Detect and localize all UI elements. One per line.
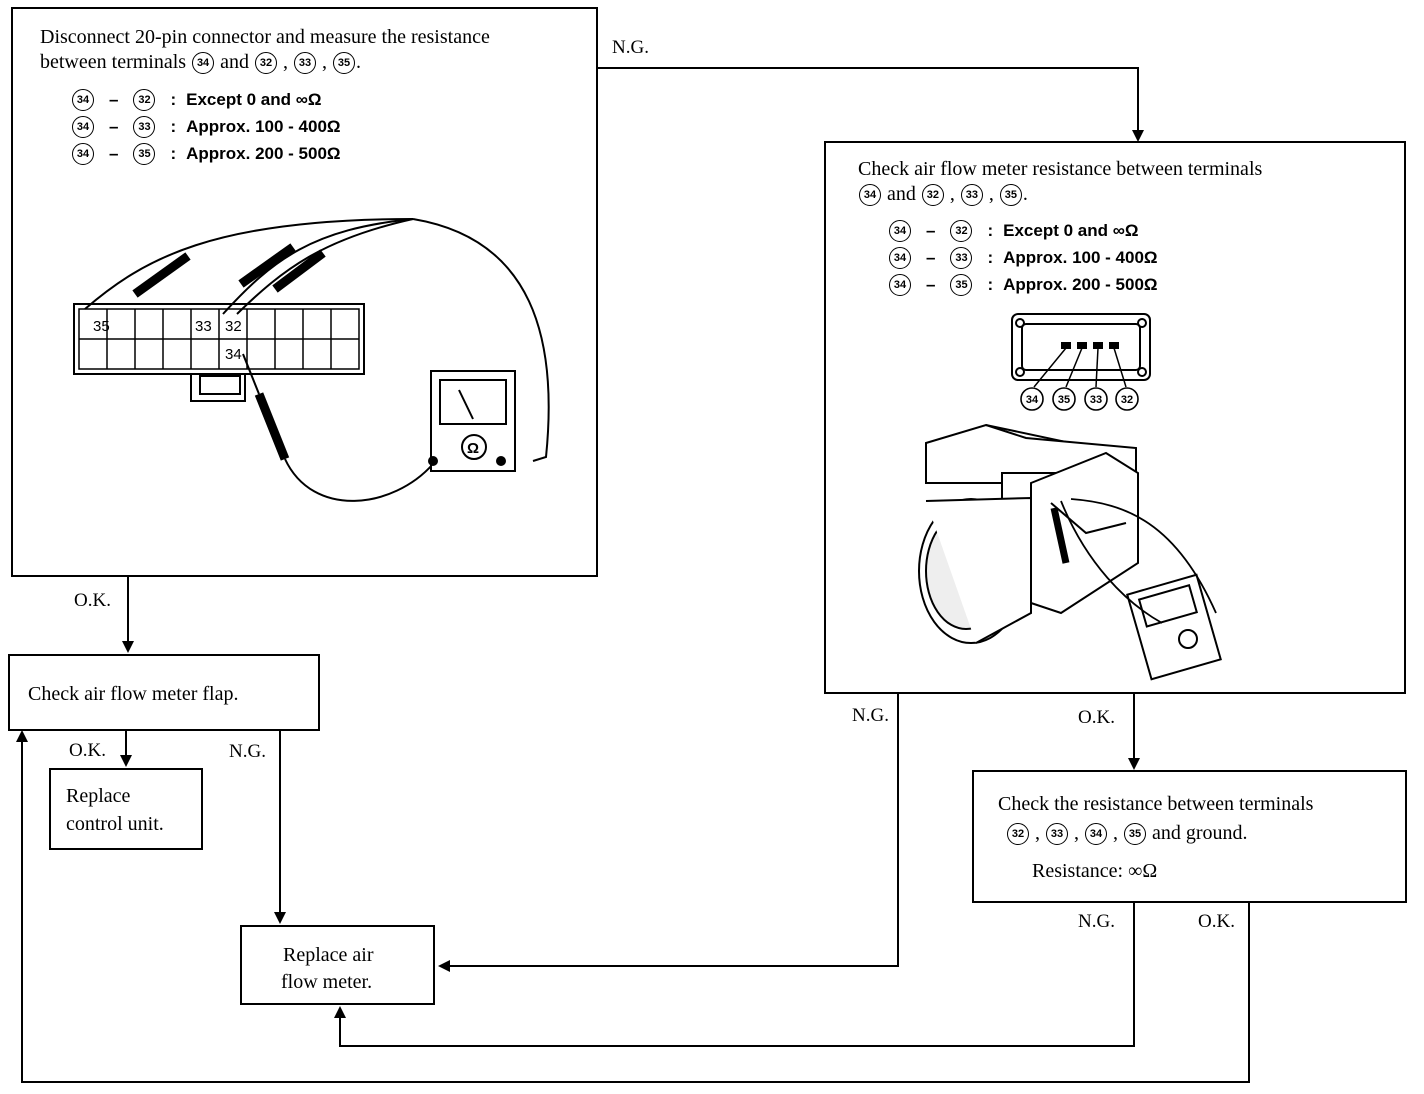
terminal-badge: 32 — [950, 220, 973, 242]
spec-row: 34 – 33 : Approx. 100 - 400Ω — [888, 247, 1158, 269]
terminal-badge: 32 — [1007, 823, 1029, 846]
branch-label-ok: O.K. — [69, 740, 106, 761]
terminal-badge: 35 — [1124, 823, 1146, 846]
plug-pin-label: 35 — [1058, 394, 1070, 406]
spec-row: 34 – 33 : Approx. 100 - 400Ω — [71, 116, 341, 138]
terminal-badge: 33 — [1046, 823, 1068, 846]
terminal-badge: 34 — [1085, 823, 1107, 846]
step-check-afm-flap-box: Check air flow meter flap. — [8, 654, 320, 731]
plug-pin-label: 34 — [1026, 394, 1039, 406]
terminal-badge: 33 — [293, 52, 316, 75]
terminal-badge: 35 — [950, 274, 973, 296]
spec-value: Approx. 100 - 400Ω — [186, 117, 341, 136]
terminal-badge: 34 — [72, 89, 94, 111]
arrow-box1-ng — [598, 67, 1144, 142]
ohm-symbol: Ω — [467, 440, 479, 457]
branch-label-ng: N.G. — [1078, 911, 1115, 932]
spec-value: Except 0 and ∞Ω — [1003, 221, 1139, 240]
terminal-badge: 32 — [133, 89, 156, 111]
replace-control-unit-line1: Replace — [66, 785, 131, 807]
arrow-box6-ok — [16, 730, 1250, 1083]
terminal-badge: 32 — [254, 52, 277, 75]
arrow-box6-ng — [334, 903, 1135, 1047]
branch-label-ok: O.K. — [74, 590, 111, 611]
branch-label-ok: O.K. — [1078, 707, 1115, 728]
terminal-badge: 34 — [192, 52, 215, 75]
step-check-afm-resistance-box: Check air flow meter resistance between … — [824, 141, 1406, 694]
replace-afm-line2: flow meter. — [281, 971, 373, 993]
terminal-badge: 32 — [921, 184, 944, 207]
terminal-badge: 34 — [889, 220, 911, 242]
pin-label-34: 34 — [225, 346, 242, 363]
step-check-ground-resistance-box: Check the resistance between terminals 3… — [972, 770, 1407, 903]
pin-label-35: 35 — [93, 318, 110, 335]
terminal-badge: 33 — [950, 247, 973, 269]
terminal-badge: 33 — [133, 116, 156, 138]
replace-afm-box: Replace air flow meter. — [240, 925, 435, 1005]
terminal-badge: 34 — [72, 116, 94, 138]
spec-row: 34 – 35 : Approx. 200 - 500Ω — [888, 274, 1158, 296]
pin-label-32: 32 — [225, 318, 242, 335]
terminal-badge: 35 — [133, 143, 156, 165]
replace-control-unit-line2: control unit. — [66, 813, 164, 835]
spec-row: 34 – 32 : Except 0 and ∞Ω — [71, 89, 322, 111]
arrow-box2-ng — [438, 694, 899, 972]
replace-control-unit-box: Replace control unit. — [49, 768, 203, 850]
branch-label-ng: N.G. — [612, 37, 649, 58]
branch-label-ok: O.K. — [1198, 911, 1235, 932]
connector-ohmmeter-illustration: 35 33 32 34 Ω — [73, 218, 550, 502]
terminal-badge: 35 — [332, 52, 355, 75]
spec-value: Approx. 100 - 400Ω — [1003, 248, 1158, 267]
step1-instruction-line2: between terminals — [40, 51, 187, 73]
step6-instruction-line1: Check the resistance between terminals — [998, 793, 1314, 815]
step1-instruction-line1: Disconnect 20-pin connector and measure … — [40, 26, 490, 48]
spec-value: Except 0 and ∞Ω — [186, 90, 322, 109]
step-measure-connector-box: Disconnect 20-pin connector and measure … — [11, 7, 598, 577]
step3-instruction: Check air flow meter flap. — [28, 683, 239, 705]
afm-plug-illustration: 34 35 33 32 — [918, 313, 1222, 681]
terminal-badge: 34 — [889, 274, 911, 296]
pin-label-33: 33 — [195, 318, 212, 335]
terminal-badge: 34 — [859, 184, 881, 207]
terminal-badge: 34 — [72, 143, 94, 165]
spec-row: 34 – 32 : Except 0 and ∞Ω — [888, 220, 1139, 242]
resistance-value: ∞Ω — [1128, 860, 1158, 882]
terminal-badge: 35 — [999, 184, 1022, 207]
plug-pin-label: 33 — [1090, 394, 1102, 406]
step6-instruction-line2: and ground. — [1152, 822, 1248, 844]
spec-value: Approx. 200 - 500Ω — [1003, 275, 1158, 294]
step2-instruction-line1: Check air flow meter resistance between … — [858, 158, 1263, 180]
and-word: and — [220, 51, 249, 73]
plug-pin-label: 32 — [1121, 394, 1133, 406]
spec-row: 34 – 35 : Approx. 200 - 500Ω — [71, 143, 341, 165]
resistance-label: Resistance: — [1032, 860, 1124, 882]
and-word: and — [887, 183, 916, 205]
branch-label-ng: N.G. — [229, 741, 266, 762]
branch-label-ng: N.G. — [852, 705, 889, 726]
terminal-badge: 34 — [889, 247, 911, 269]
spec-value: Approx. 200 - 500Ω — [186, 144, 341, 163]
terminal-badge: 33 — [960, 184, 983, 207]
replace-afm-line1: Replace air — [283, 944, 374, 966]
